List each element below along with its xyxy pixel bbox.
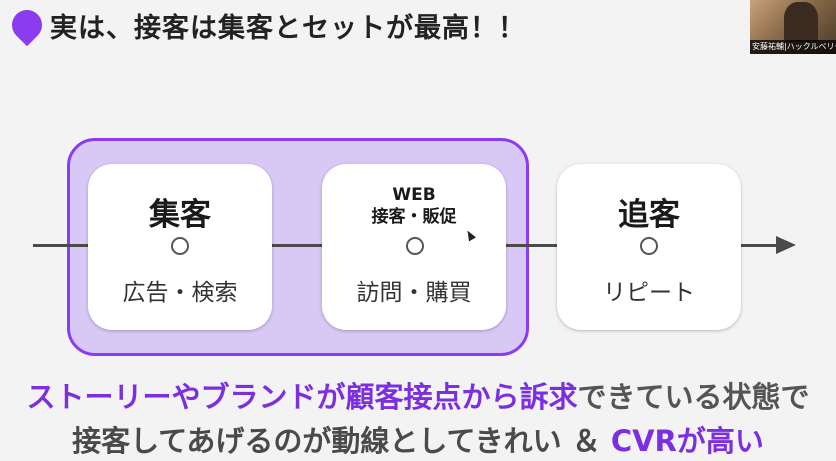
statement-text: 接客してあげるのが動線としてきれい ＆ (72, 424, 611, 458)
statement-text: できている状態で (577, 380, 810, 414)
statement-highlight: ストーリーやブランドが顧客接点から訴求 (26, 380, 578, 414)
slide-heading: 実は、接客は集客とセットが最高！！ (50, 13, 526, 44)
statement-line-2: 接客してあげるのが動線としてきれい ＆ CVRが高い (0, 418, 836, 460)
speaker-name: 安藤祐輔|ハックルベリー (750, 40, 836, 54)
bullet-icon (5, 3, 49, 47)
card-title: WEB 接客・販促 (322, 184, 506, 228)
card-web-service: WEB 接客・販促 訪問・購買 (322, 164, 506, 330)
timeline-node (640, 237, 658, 255)
timeline-node (406, 237, 424, 255)
card-title-line1: WEB (392, 185, 436, 205)
timeline-arrow-icon (776, 236, 796, 254)
card-subtitle: 広告・検索 (122, 280, 238, 306)
card-subtitle: 訪問・購買 (356, 280, 472, 306)
card-subtitle: リピート (603, 280, 695, 306)
timeline-node (171, 237, 189, 255)
statement-highlight: CVRが高い (610, 424, 764, 458)
card-title-line2: 接客・販促 (371, 207, 457, 227)
statement-line-1: ストーリーやブランドが顧客接点から訴求できている状態で (0, 374, 836, 416)
card-title: 集客 (149, 197, 211, 233)
video-thumbnail[interactable]: 安藤祐輔|ハックルベリー (750, 0, 836, 54)
card-title: 追客 (618, 197, 680, 233)
speaker-silhouette (784, 2, 818, 42)
